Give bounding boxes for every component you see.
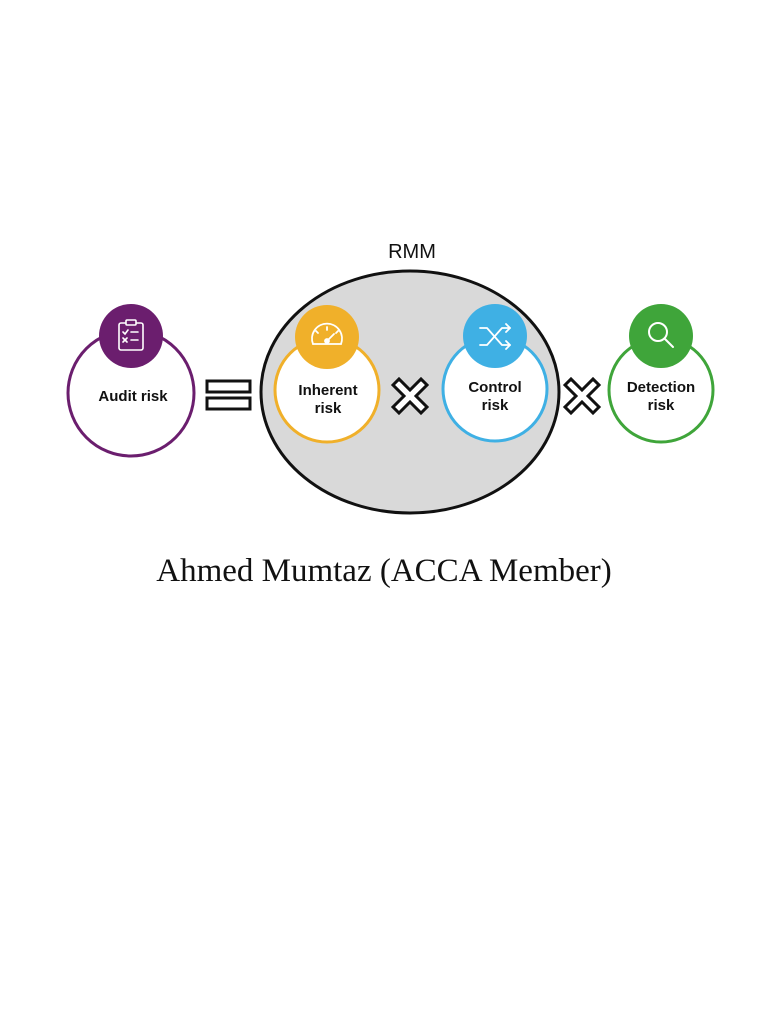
inherent-risk-label-line2: risk — [315, 400, 342, 417]
audit-risk-label: Audit risk — [98, 388, 168, 405]
equals-bar-bottom — [205, 396, 252, 411]
author-credit: Ahmed Mumtaz (ACCA Member) — [156, 553, 612, 589]
control-risk-node: Control risk — [441, 304, 549, 443]
clipboard-checklist-icon — [118, 319, 144, 351]
gauge-icon — [311, 322, 343, 345]
multiply-operator-2 — [562, 376, 602, 416]
detection-risk-label-line2: risk — [648, 397, 675, 414]
detection-risk-badge — [629, 304, 693, 368]
inherent-risk-node: Inherent risk — [273, 305, 381, 444]
rmm-label: RMM — [388, 241, 436, 263]
control-risk-label-line1: Control — [468, 379, 521, 396]
multiply-operator-1 — [390, 376, 430, 416]
audit-risk-node: Audit risk — [66, 304, 196, 458]
magnifier-icon — [648, 322, 674, 348]
inherent-risk-badge — [295, 305, 359, 369]
equals-operator — [205, 379, 252, 411]
audit-risk-badge — [99, 304, 163, 368]
detection-risk-label-line1: Detection — [627, 379, 695, 396]
equals-bar-top — [205, 379, 252, 394]
detection-risk-node: Detection risk — [607, 304, 715, 444]
inherent-risk-label-line1: Inherent — [298, 382, 357, 399]
shuffle-icon — [479, 323, 511, 350]
control-risk-label-line2: risk — [482, 397, 509, 414]
